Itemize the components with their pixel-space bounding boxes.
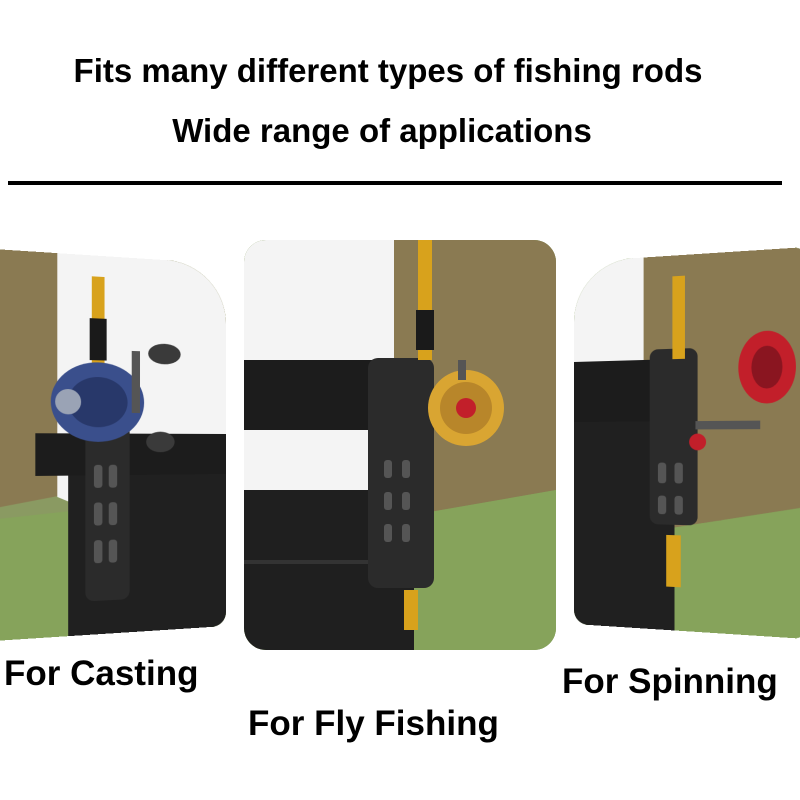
photo-spinning-holder (574, 246, 800, 640)
caption-fly-fishing: For Fly Fishing (248, 704, 499, 743)
headline-line-2: Wide range of applications (172, 112, 592, 149)
photo-casting-holder (0, 248, 227, 642)
headline-line-1: Fits many different types of fishing rod… (73, 52, 703, 89)
photo-fly-fishing-holder (244, 240, 556, 650)
caption-spinning: For Spinning (562, 662, 778, 701)
divider-rule (8, 181, 782, 185)
caption-casting: For Casting (4, 654, 199, 693)
